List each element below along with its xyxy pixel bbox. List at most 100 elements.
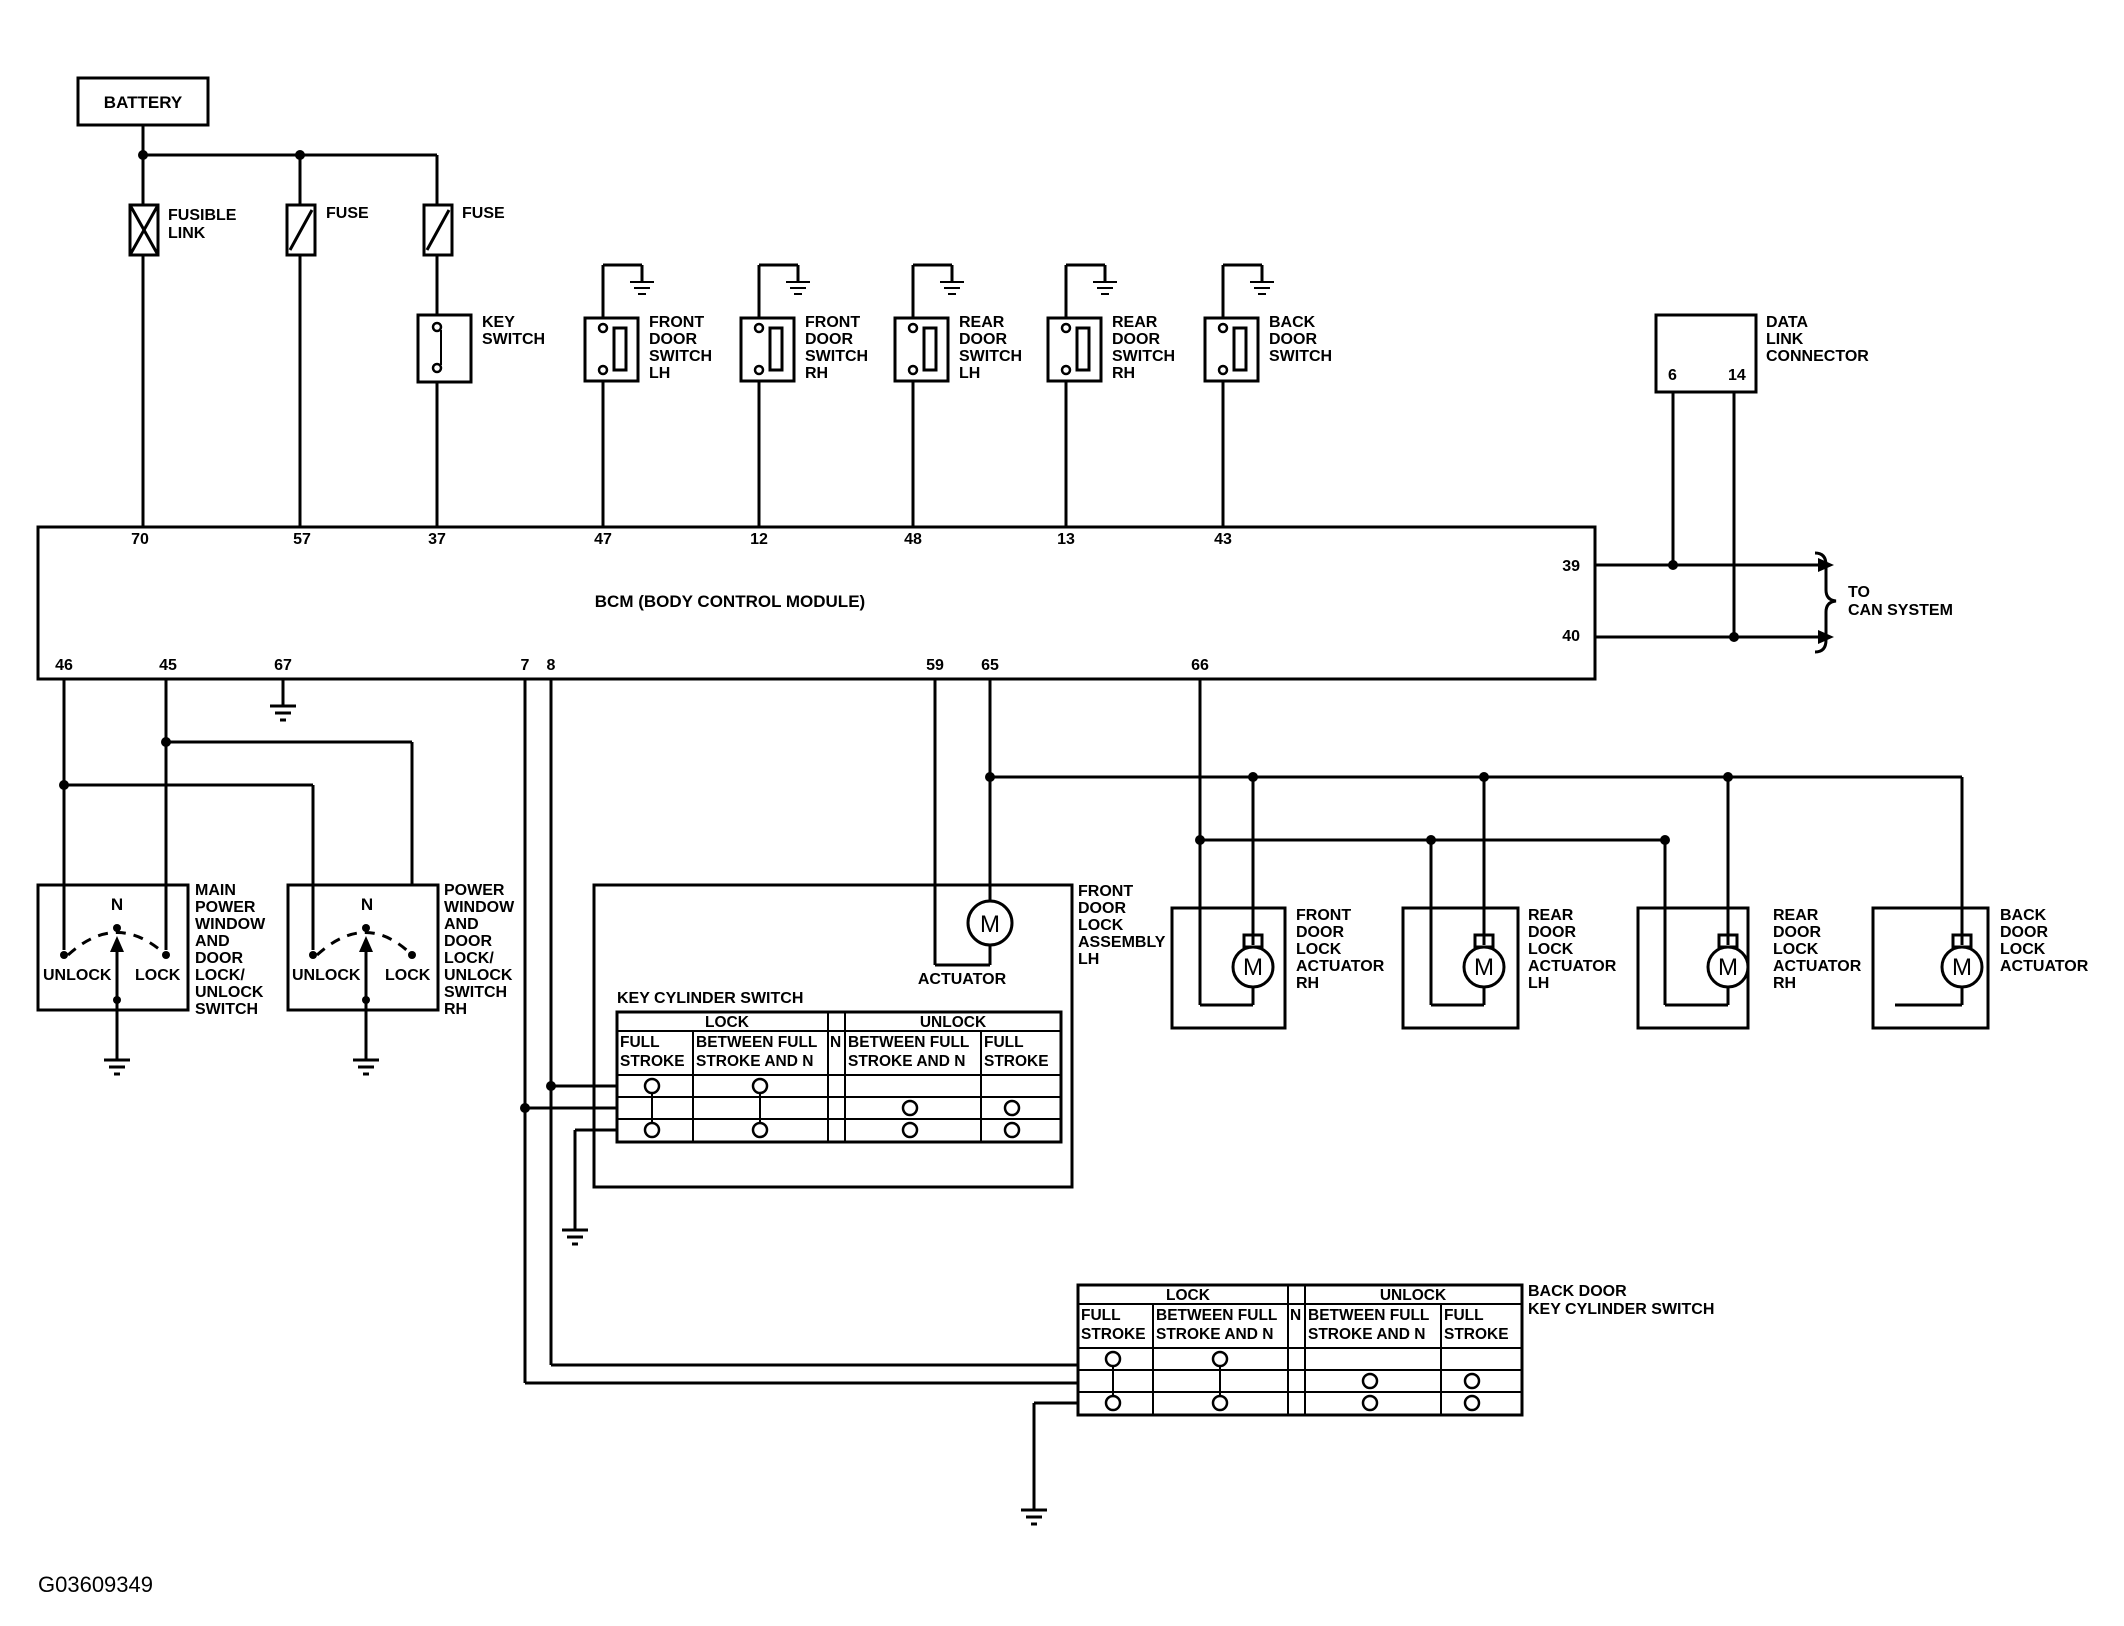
power-window-door-lock-switch-rh: N UNLOCK LOCK POWER WINDOW AND DOOR LOCK… — [286, 882, 515, 1076]
svg-text:LOCK: LOCK — [1166, 1287, 1211, 1304]
svg-text:AND: AND — [195, 933, 230, 950]
svg-text:14: 14 — [1728, 367, 1746, 384]
svg-text:LOCK/: LOCK/ — [444, 950, 494, 967]
svg-text:RH: RH — [1773, 975, 1796, 992]
svg-text:45: 45 — [159, 657, 177, 674]
svg-text:LINK: LINK — [1766, 331, 1804, 348]
rear-door-lock-actuator-lh: M REAR DOOR LOCK ACTUATOR LH — [1401, 772, 1617, 1030]
svg-text:KEY CYLINDER SWITCH: KEY CYLINDER SWITCH — [617, 990, 803, 1007]
svg-text:66: 66 — [1191, 657, 1209, 674]
svg-text:LOCK: LOCK — [1773, 941, 1819, 958]
svg-text:8: 8 — [547, 657, 556, 674]
bcm-pin-67-ground — [270, 679, 296, 722]
front-door-lock-actuator-rh: M FRONT DOOR LOCK ACTUATOR RH — [1170, 772, 1385, 1030]
bcm-bottom-pins: 46 45 67 7 8 59 65 66 — [55, 657, 1209, 674]
svg-text:BETWEEN FULL: BETWEEN FULL — [1156, 1307, 1277, 1324]
svg-text:DATA: DATA — [1766, 314, 1809, 331]
svg-text:LH: LH — [959, 365, 980, 382]
svg-text:AND: AND — [444, 916, 479, 933]
svg-text:CONNECTOR: CONNECTOR — [1766, 348, 1869, 365]
svg-text:POWER: POWER — [195, 899, 256, 916]
back-door-switch: BACK DOOR SWITCH — [1203, 263, 1332, 527]
svg-text:43: 43 — [1214, 531, 1232, 548]
svg-text:N: N — [111, 895, 123, 914]
svg-text:ACTUATOR: ACTUATOR — [918, 971, 1007, 988]
svg-text:STROKE: STROKE — [984, 1053, 1049, 1070]
svg-text:UNLOCK: UNLOCK — [43, 967, 112, 984]
data-link-connector: 6 14 DATA LINK CONNECTOR — [1654, 313, 1869, 637]
svg-text:BETWEEN FULL: BETWEEN FULL — [1308, 1307, 1429, 1324]
svg-text:POWER: POWER — [444, 882, 505, 899]
svg-text:LOCK/: LOCK/ — [195, 967, 245, 984]
svg-text:ACTUATOR: ACTUATOR — [1296, 958, 1385, 975]
svg-text:STROKE AND N: STROKE AND N — [1308, 1326, 1425, 1343]
svg-text:STROKE AND N: STROKE AND N — [848, 1053, 965, 1070]
svg-text:TO: TO — [1848, 584, 1870, 601]
svg-text:BACK: BACK — [2000, 907, 2047, 924]
svg-text:DOOR: DOOR — [805, 331, 853, 348]
svg-text:DOOR: DOOR — [1773, 924, 1821, 941]
svg-text:LOCK: LOCK — [1078, 917, 1124, 934]
svg-text:REAR: REAR — [1112, 314, 1158, 331]
svg-text:RH: RH — [1296, 975, 1319, 992]
svg-text:FULL: FULL — [1444, 1307, 1484, 1324]
front-door-switch-lh: FRONT DOOR SWITCH LH — [583, 263, 712, 527]
svg-text:REAR: REAR — [959, 314, 1005, 331]
svg-text:M: M — [980, 911, 1000, 938]
svg-text:N: N — [361, 895, 373, 914]
svg-text:FRONT: FRONT — [1078, 883, 1133, 900]
svg-text:DOOR: DOOR — [649, 331, 697, 348]
svg-text:DOOR: DOOR — [1078, 900, 1126, 917]
svg-text:DOOR: DOOR — [1112, 331, 1160, 348]
svg-text:FRONT: FRONT — [805, 314, 860, 331]
svg-text:BETWEEN FULL: BETWEEN FULL — [696, 1034, 817, 1051]
bcm-top-pins: 70 57 37 47 12 48 13 43 — [131, 531, 1232, 548]
rear-door-switch-rh: REAR DOOR SWITCH RH — [1046, 263, 1175, 527]
svg-text:6: 6 — [1668, 367, 1677, 384]
diagram-id: G03609349 — [38, 1572, 153, 1597]
svg-text:37: 37 — [428, 531, 446, 548]
svg-text:40: 40 — [1562, 628, 1580, 645]
svg-text:BETWEEN FULL: BETWEEN FULL — [848, 1034, 969, 1051]
back-door-lock-actuator: M BACK DOOR LOCK ACTUATOR — [1871, 777, 2089, 1030]
svg-text:ACTUATOR: ACTUATOR — [1528, 958, 1617, 975]
svg-text:12: 12 — [750, 531, 768, 548]
svg-text:SWITCH: SWITCH — [1269, 348, 1332, 365]
svg-text:KEY: KEY — [482, 314, 515, 331]
svg-text:DOOR: DOOR — [444, 933, 492, 950]
key-cylinder-switch-table: LOCK UNLOCK FULL STROKE BETWEEN FULL STR… — [615, 1010, 1063, 1144]
fusible-link: FUSIBLE LINK — [128, 155, 237, 527]
svg-text:BACK: BACK — [1269, 314, 1316, 331]
svg-text:SWITCH: SWITCH — [649, 348, 712, 365]
svg-text:65: 65 — [981, 657, 999, 674]
svg-text:DOOR: DOOR — [195, 950, 243, 967]
svg-text:DOOR: DOOR — [2000, 924, 2048, 941]
svg-text:FRONT: FRONT — [649, 314, 704, 331]
svg-text:WINDOW: WINDOW — [195, 916, 266, 933]
svg-text:FRONT: FRONT — [1296, 907, 1351, 924]
svg-text:LOCK: LOCK — [135, 967, 181, 984]
bcm-right-pins: 39 40 — [1562, 558, 1580, 645]
svg-text:ACTUATOR: ACTUATOR — [2000, 958, 2089, 975]
svg-text:57: 57 — [293, 531, 311, 548]
svg-text:M: M — [1243, 954, 1263, 981]
svg-text:LOCK: LOCK — [385, 967, 431, 984]
svg-text:UNLOCK: UNLOCK — [444, 967, 513, 984]
svg-text:46: 46 — [55, 657, 73, 674]
svg-text:LOCK: LOCK — [705, 1014, 750, 1031]
svg-text:CAN SYSTEM: CAN SYSTEM — [1848, 602, 1953, 619]
svg-text:LH: LH — [1528, 975, 1549, 992]
svg-text:BATTERY: BATTERY — [104, 93, 183, 112]
svg-text:SWITCH: SWITCH — [482, 331, 545, 348]
fuse: FUSE — [422, 155, 505, 315]
svg-text:ACTUATOR: ACTUATOR — [1773, 958, 1862, 975]
svg-text:DOOR: DOOR — [1269, 331, 1317, 348]
svg-text:SWITCH: SWITCH — [444, 984, 507, 1001]
main-power-window-door-lock-switch: N UNLOCK LOCK MAIN POWER WINDOW AND DOOR… — [36, 882, 266, 1076]
svg-text:REAR: REAR — [1773, 907, 1819, 924]
svg-text:UNLOCK: UNLOCK — [195, 984, 264, 1001]
svg-text:SWITCH: SWITCH — [195, 1001, 258, 1018]
svg-text:FULL: FULL — [984, 1034, 1024, 1051]
svg-text:UNLOCK: UNLOCK — [920, 1014, 987, 1031]
